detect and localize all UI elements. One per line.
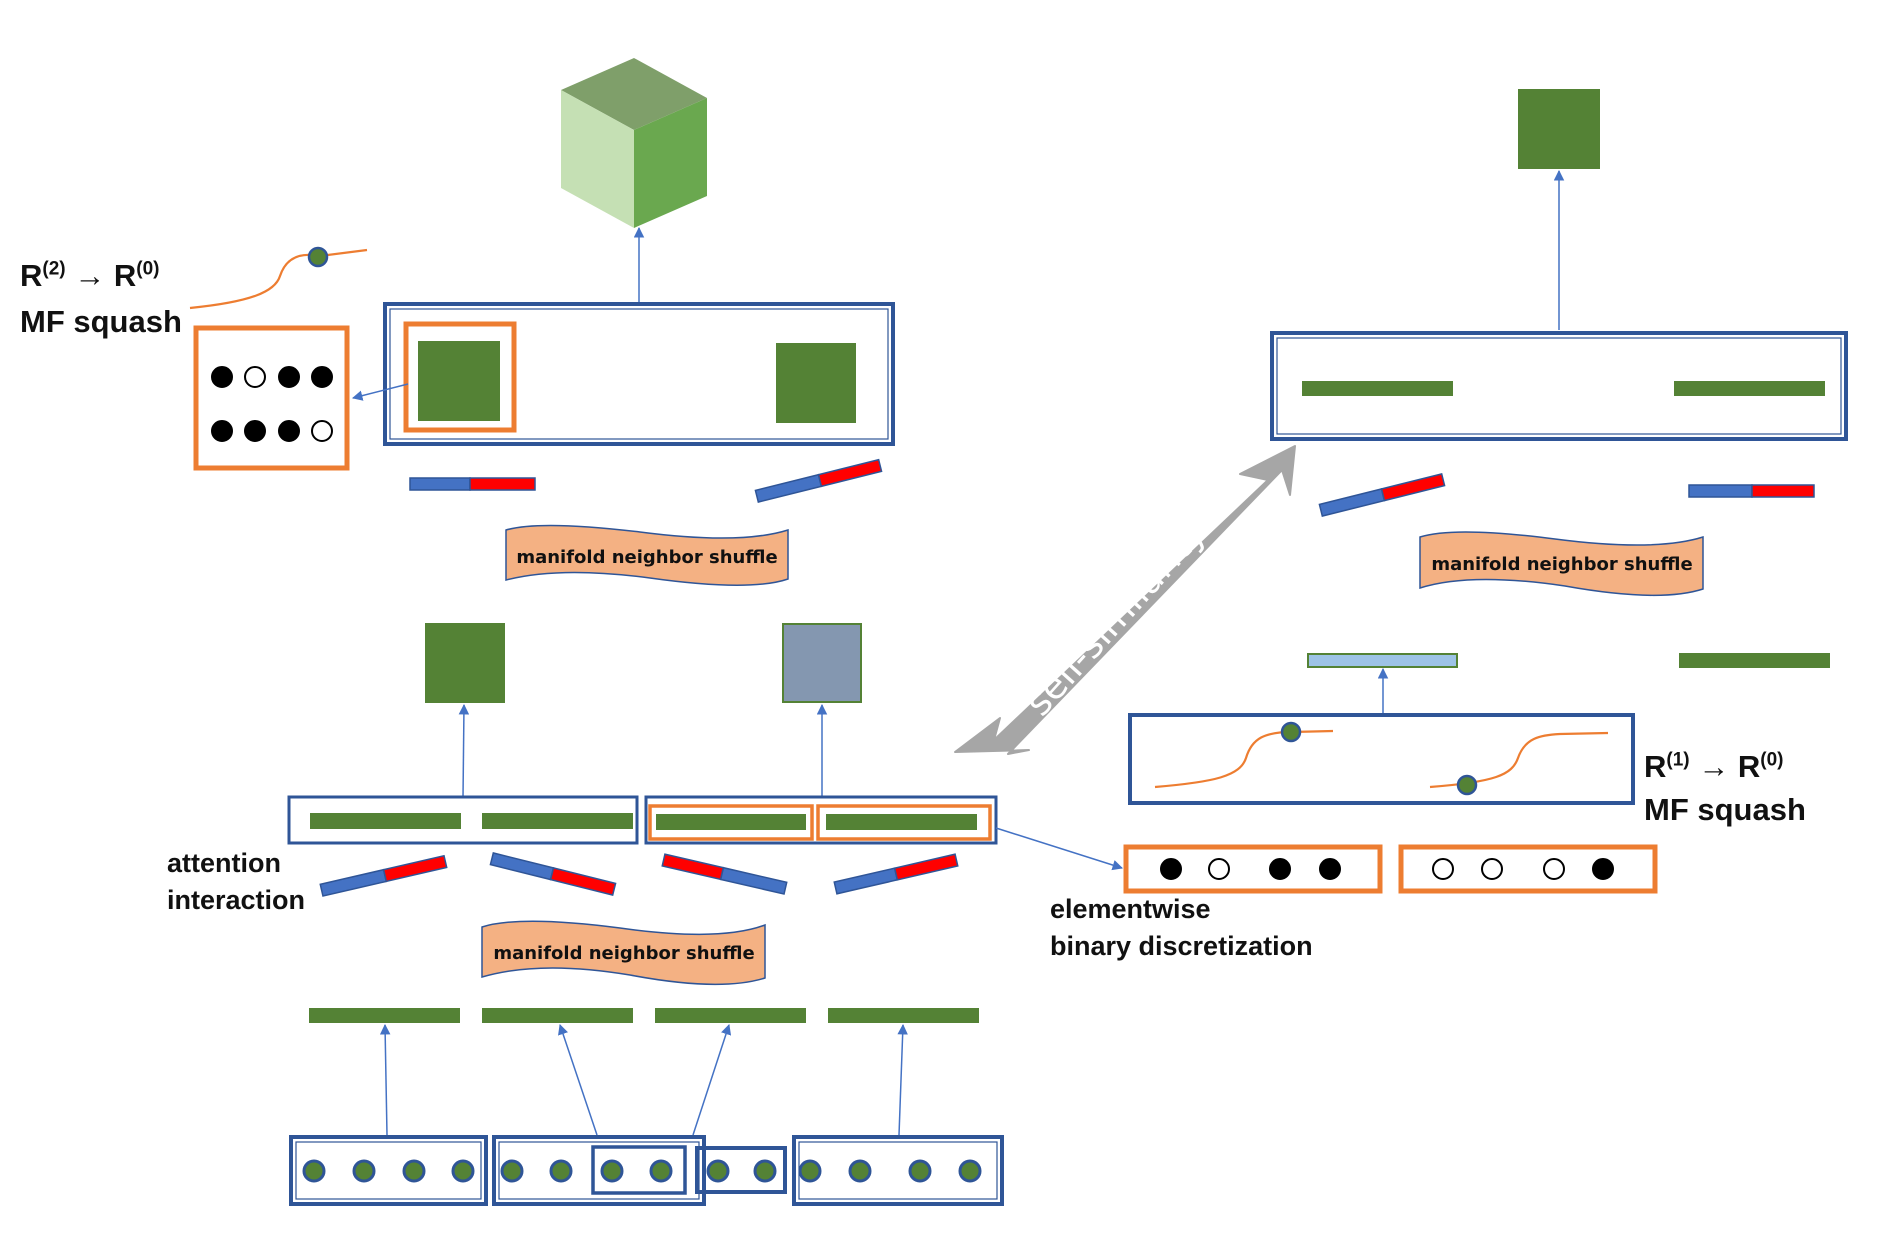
- squash-label-right: MF squash: [1644, 792, 1806, 827]
- binary-one: [311, 366, 333, 388]
- squash-mapping-label-right: R(1) → R(0): [1644, 749, 1784, 784]
- input-point: [402, 1159, 426, 1183]
- input-point: [706, 1159, 730, 1183]
- rotation-bar: [489, 852, 617, 896]
- attention-container-left: [287, 795, 639, 845]
- input-point: [798, 1159, 822, 1183]
- binary-zero: [244, 366, 266, 388]
- binary-zero: [1432, 858, 1454, 880]
- rotation-bar: [1318, 473, 1446, 517]
- output-cube: [561, 58, 707, 228]
- selected-pair-box: [816, 804, 992, 841]
- shuffle-banner: manifold neighbor shuffle: [505, 524, 789, 586]
- input-point: [352, 1159, 376, 1183]
- embedding-bar: [482, 1008, 633, 1023]
- embedding-bar: [655, 1008, 806, 1023]
- self-similarity-label: self-similarity: [1017, 511, 1215, 724]
- selected-feature-box: [403, 321, 517, 433]
- embedding-bar: [828, 1008, 979, 1023]
- attention-label-line1: attention: [167, 848, 281, 878]
- binary-one: [1160, 858, 1182, 880]
- embedding-bar: [309, 1008, 460, 1023]
- shuffle-label: manifold neighbor shuffle: [1431, 554, 1692, 575]
- binary-code-dots: [1160, 858, 1614, 880]
- top-left-container: [383, 302, 895, 446]
- shuffle-banner: manifold neighbor shuffle: [481, 920, 766, 986]
- binary-code-box: [1398, 844, 1658, 894]
- input-point: [451, 1159, 475, 1183]
- input-group: [492, 1135, 706, 1206]
- feature-square-gray: [782, 623, 862, 703]
- squash-mapping-label-top: R(2) → R(0): [20, 258, 160, 293]
- input-point: [600, 1159, 624, 1183]
- feature-square: [776, 343, 856, 423]
- rotation-bar: [1688, 484, 1815, 498]
- binary-one: [278, 366, 300, 388]
- binary-one: [211, 366, 233, 388]
- binary-one: [1319, 858, 1341, 880]
- squash-point: [1456, 774, 1478, 796]
- binary-code-box: [1123, 844, 1383, 894]
- selected-pair-box: [648, 804, 814, 841]
- input-group: [792, 1135, 1004, 1206]
- rotation-bar: [409, 477, 536, 491]
- self-similarity-arrow: self-similarity: [954, 445, 1296, 755]
- discretization-label-line1: elementwise: [1050, 894, 1211, 924]
- binary-zero: [311, 420, 333, 442]
- input-point: [958, 1159, 982, 1183]
- feature-square: [425, 623, 505, 703]
- rotation-bar: [319, 854, 448, 897]
- squash-point: [307, 246, 329, 268]
- arrow-to-discretization: [995, 827, 1124, 871]
- binary-one: [244, 420, 266, 442]
- input-point: [908, 1159, 932, 1183]
- feature-square: [1518, 89, 1600, 169]
- input-points: [302, 1159, 982, 1183]
- feature-square: [418, 341, 500, 421]
- binary-code-dots: [211, 366, 333, 442]
- squash-curve: [1154, 729, 1334, 789]
- binary-zero: [1481, 858, 1503, 880]
- rotation-bar: [754, 458, 883, 503]
- input-point: [848, 1159, 872, 1183]
- rotation-bar: [833, 853, 959, 895]
- projected-bar: [1307, 653, 1458, 668]
- shuffle-label: manifold neighbor shuffle: [493, 943, 754, 964]
- binary-zero: [1208, 858, 1230, 880]
- squash-curve: [189, 248, 368, 310]
- neighbor-window: [695, 1146, 787, 1194]
- binary-one: [211, 420, 233, 442]
- binary-one: [278, 420, 300, 442]
- squash-point: [1280, 721, 1302, 743]
- arrow-to-binary-code: [351, 383, 409, 401]
- input-point: [302, 1159, 326, 1183]
- binary-one: [1592, 858, 1614, 880]
- input-point: [500, 1159, 524, 1183]
- input-group: [289, 1135, 488, 1206]
- discretization-label-line2: binary discretization: [1050, 931, 1313, 961]
- embedding-bar: [1679, 653, 1830, 668]
- shuffle-label: manifold neighbor shuffle: [516, 547, 777, 568]
- rotation-bar: [661, 853, 788, 895]
- input-point: [649, 1159, 673, 1183]
- squash-curve: [1429, 731, 1609, 789]
- binary-one: [1269, 858, 1291, 880]
- binary-zero: [1543, 858, 1565, 880]
- squash-container: [1128, 713, 1635, 805]
- input-point: [753, 1159, 777, 1183]
- neighbor-window: [591, 1145, 687, 1195]
- binary-code-box: [193, 325, 350, 471]
- attention-container-right: [644, 795, 998, 845]
- top-right-container: [1270, 331, 1848, 441]
- input-point: [549, 1159, 573, 1183]
- shuffle-banner: manifold neighbor shuffle: [1419, 531, 1704, 597]
- squash-label-top: MF squash: [20, 304, 182, 339]
- attention-label-line2: interaction: [167, 885, 306, 915]
